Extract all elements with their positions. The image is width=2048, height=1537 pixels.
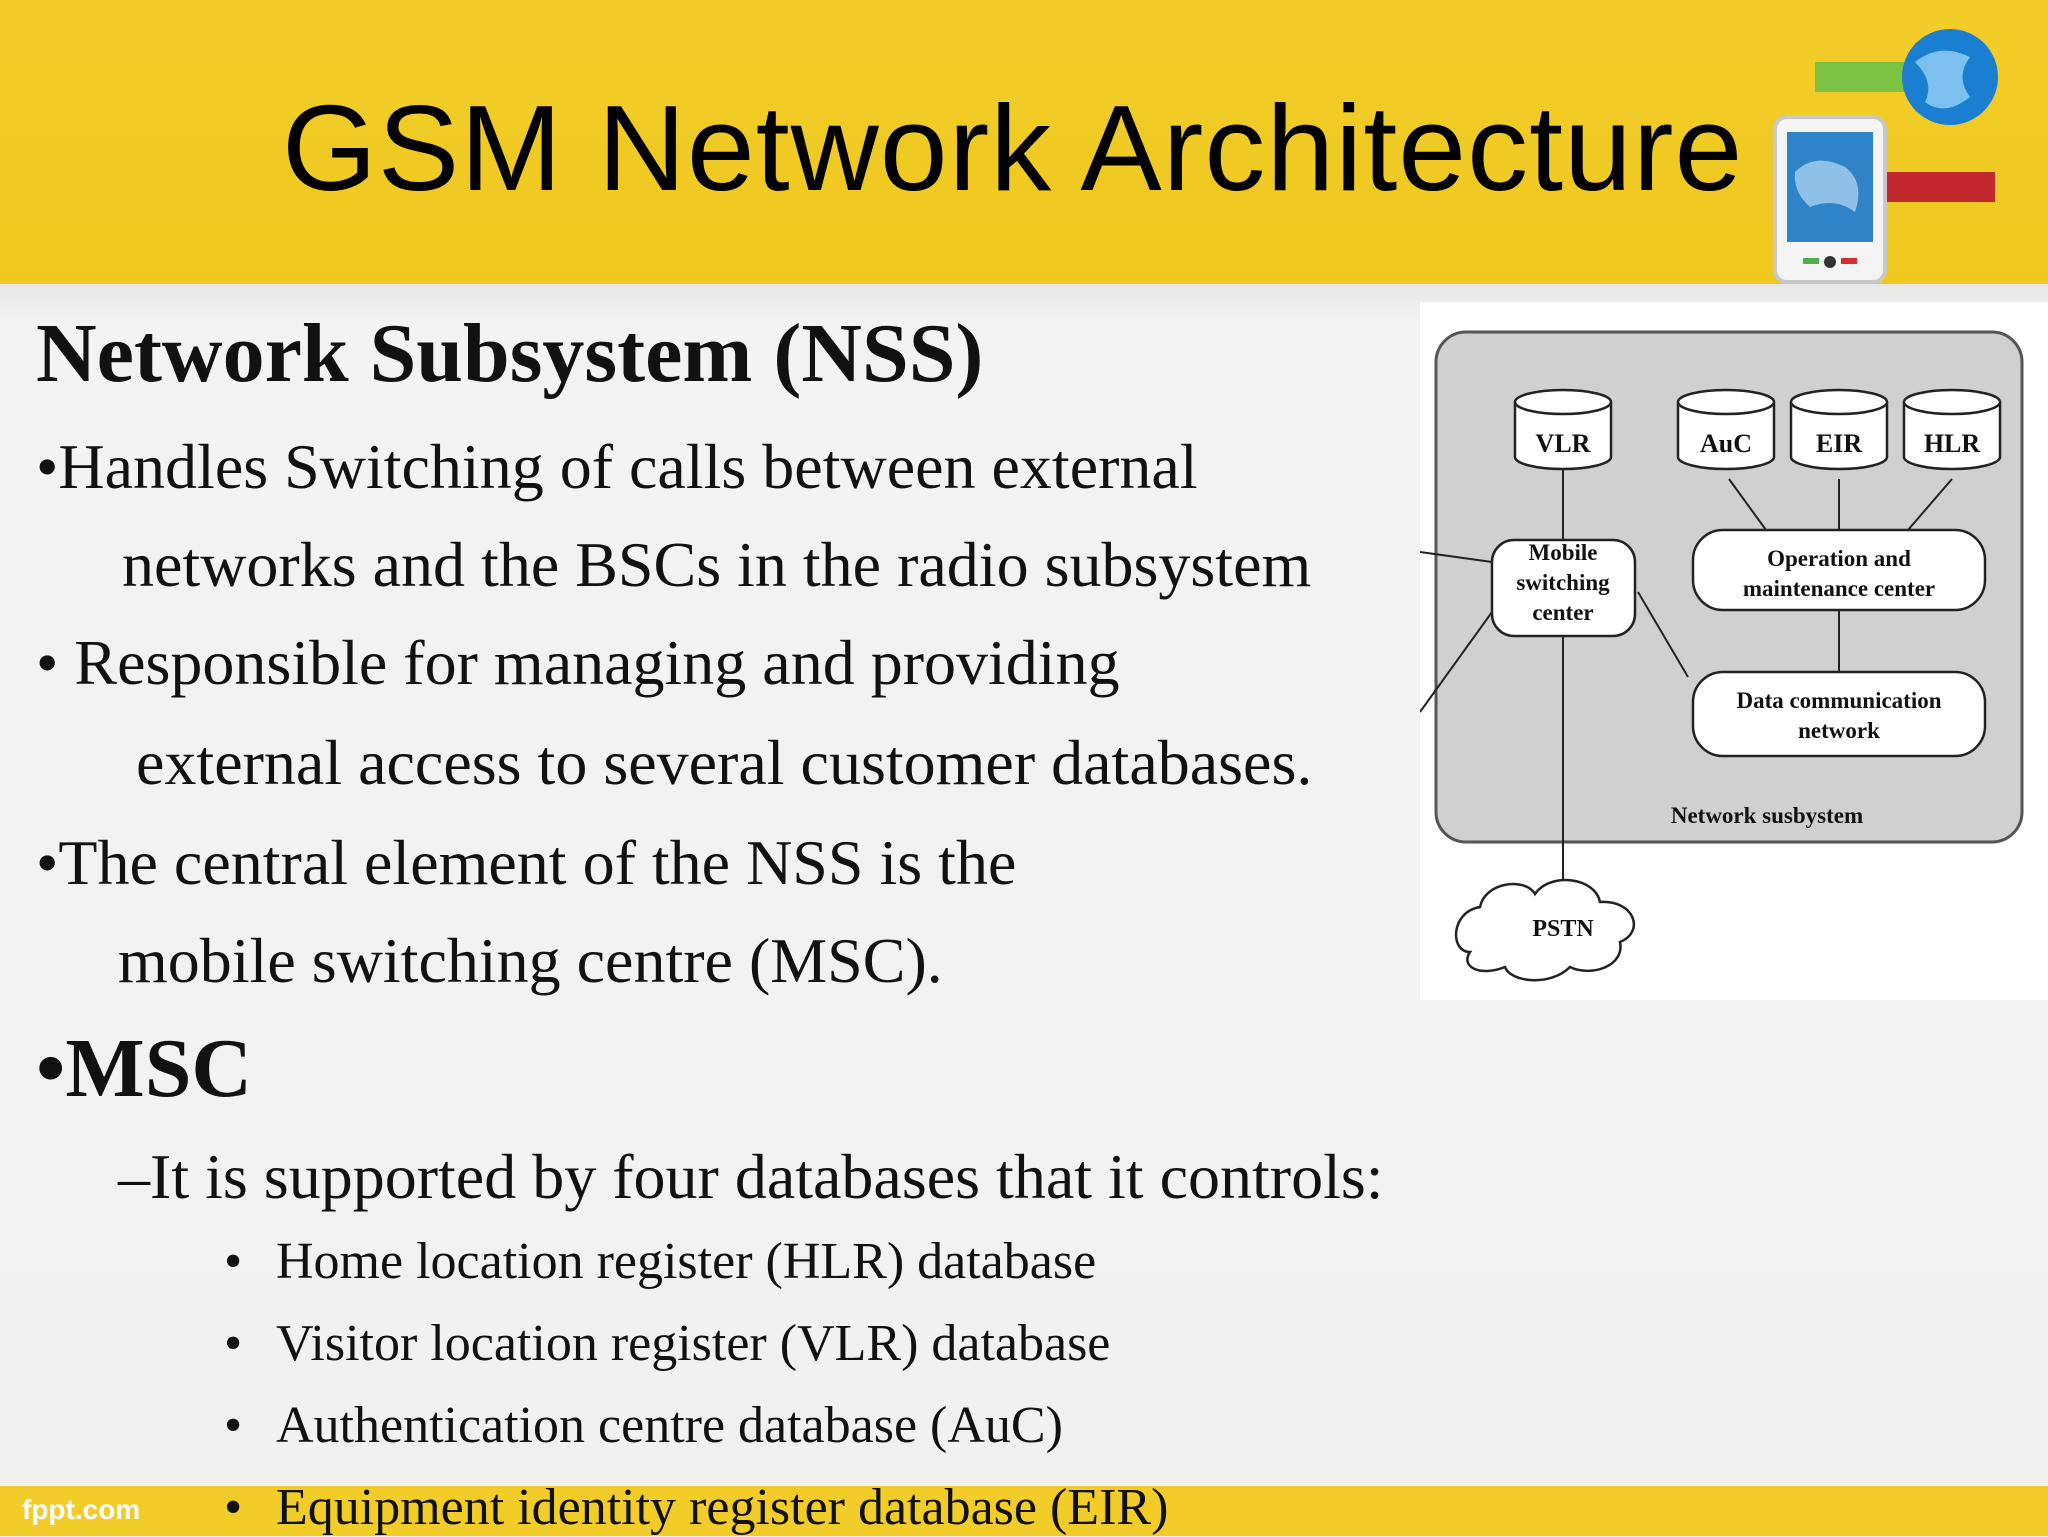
omc-node: Operation and maintenance center (1691, 528, 1987, 612)
eir-cylinder: EIR (1789, 388, 1889, 471)
svg-text:VLR: VLR (1536, 429, 1591, 458)
footer-bar: fppt.com (0, 1486, 2048, 1536)
msc-node: Mobile switching center (1490, 538, 1637, 638)
hlr-cylinder: HLR (1902, 388, 2002, 471)
phone-globe-exchange-icon (1773, 29, 1998, 284)
bullet-1-line-1: •Handles Switching of calls between exte… (36, 431, 1198, 502)
dcn-node: Data communication network (1691, 670, 1987, 758)
bullet-3-line-1: •The central element of the NSS is the (36, 827, 1017, 898)
pstn-cloud: PSTN (1454, 878, 1636, 982)
bullet-marker: • (36, 627, 59, 698)
bullet-dot: • (224, 1233, 243, 1290)
svg-text:EIR: EIR (1816, 429, 1862, 458)
svg-text:Mobile: Mobile (1529, 540, 1598, 565)
bullet-dot: • (224, 1479, 243, 1536)
title-bar (0, 0, 2048, 284)
bullet-marker: • (36, 431, 59, 502)
nss-diagram: VLR AuC EIR HLR Mobile switching center … (1420, 302, 2048, 1000)
svg-text:AuC: AuC (1700, 429, 1752, 458)
svg-text:Data communication: Data communication (1736, 688, 1941, 713)
svg-text:maintenance center: maintenance center (1743, 576, 1935, 601)
section-heading: Network Subsystem (NSS) (36, 307, 984, 400)
bullet-dot: • (224, 1397, 243, 1454)
vlr-cylinder: VLR (1513, 388, 1613, 471)
svg-text:Operation and: Operation and (1767, 546, 1911, 571)
slide-title: GSM Network Architecture (282, 80, 1744, 216)
msc-heading: •MSC (36, 1022, 253, 1115)
svg-text:center: center (1532, 600, 1593, 625)
auc-cylinder: AuC (1676, 388, 1776, 471)
bullet-3-line-2: mobile switching centre (MSC). (118, 925, 943, 996)
bullet-1-line-2: networks and the BSCs in the radio subsy… (122, 529, 1312, 600)
subsystem-label: Network susbystem (1671, 803, 1863, 828)
svg-text:network: network (1798, 718, 1880, 743)
svg-text:HLR: HLR (1924, 429, 1981, 458)
bullet-2-line-1: • Responsible for managing and providing (36, 627, 1120, 698)
bullet-2-line-2: external access to several customer data… (136, 727, 1313, 798)
footer-brand: fppt.com (22, 1494, 141, 1525)
svg-text:PSTN: PSTN (1532, 916, 1594, 942)
msc-subtext: –It is supported by four databases that … (118, 1141, 1384, 1212)
svg-text:switching: switching (1516, 570, 1610, 595)
bullet-marker: • (36, 827, 59, 898)
bullet-dot: • (224, 1315, 243, 1372)
